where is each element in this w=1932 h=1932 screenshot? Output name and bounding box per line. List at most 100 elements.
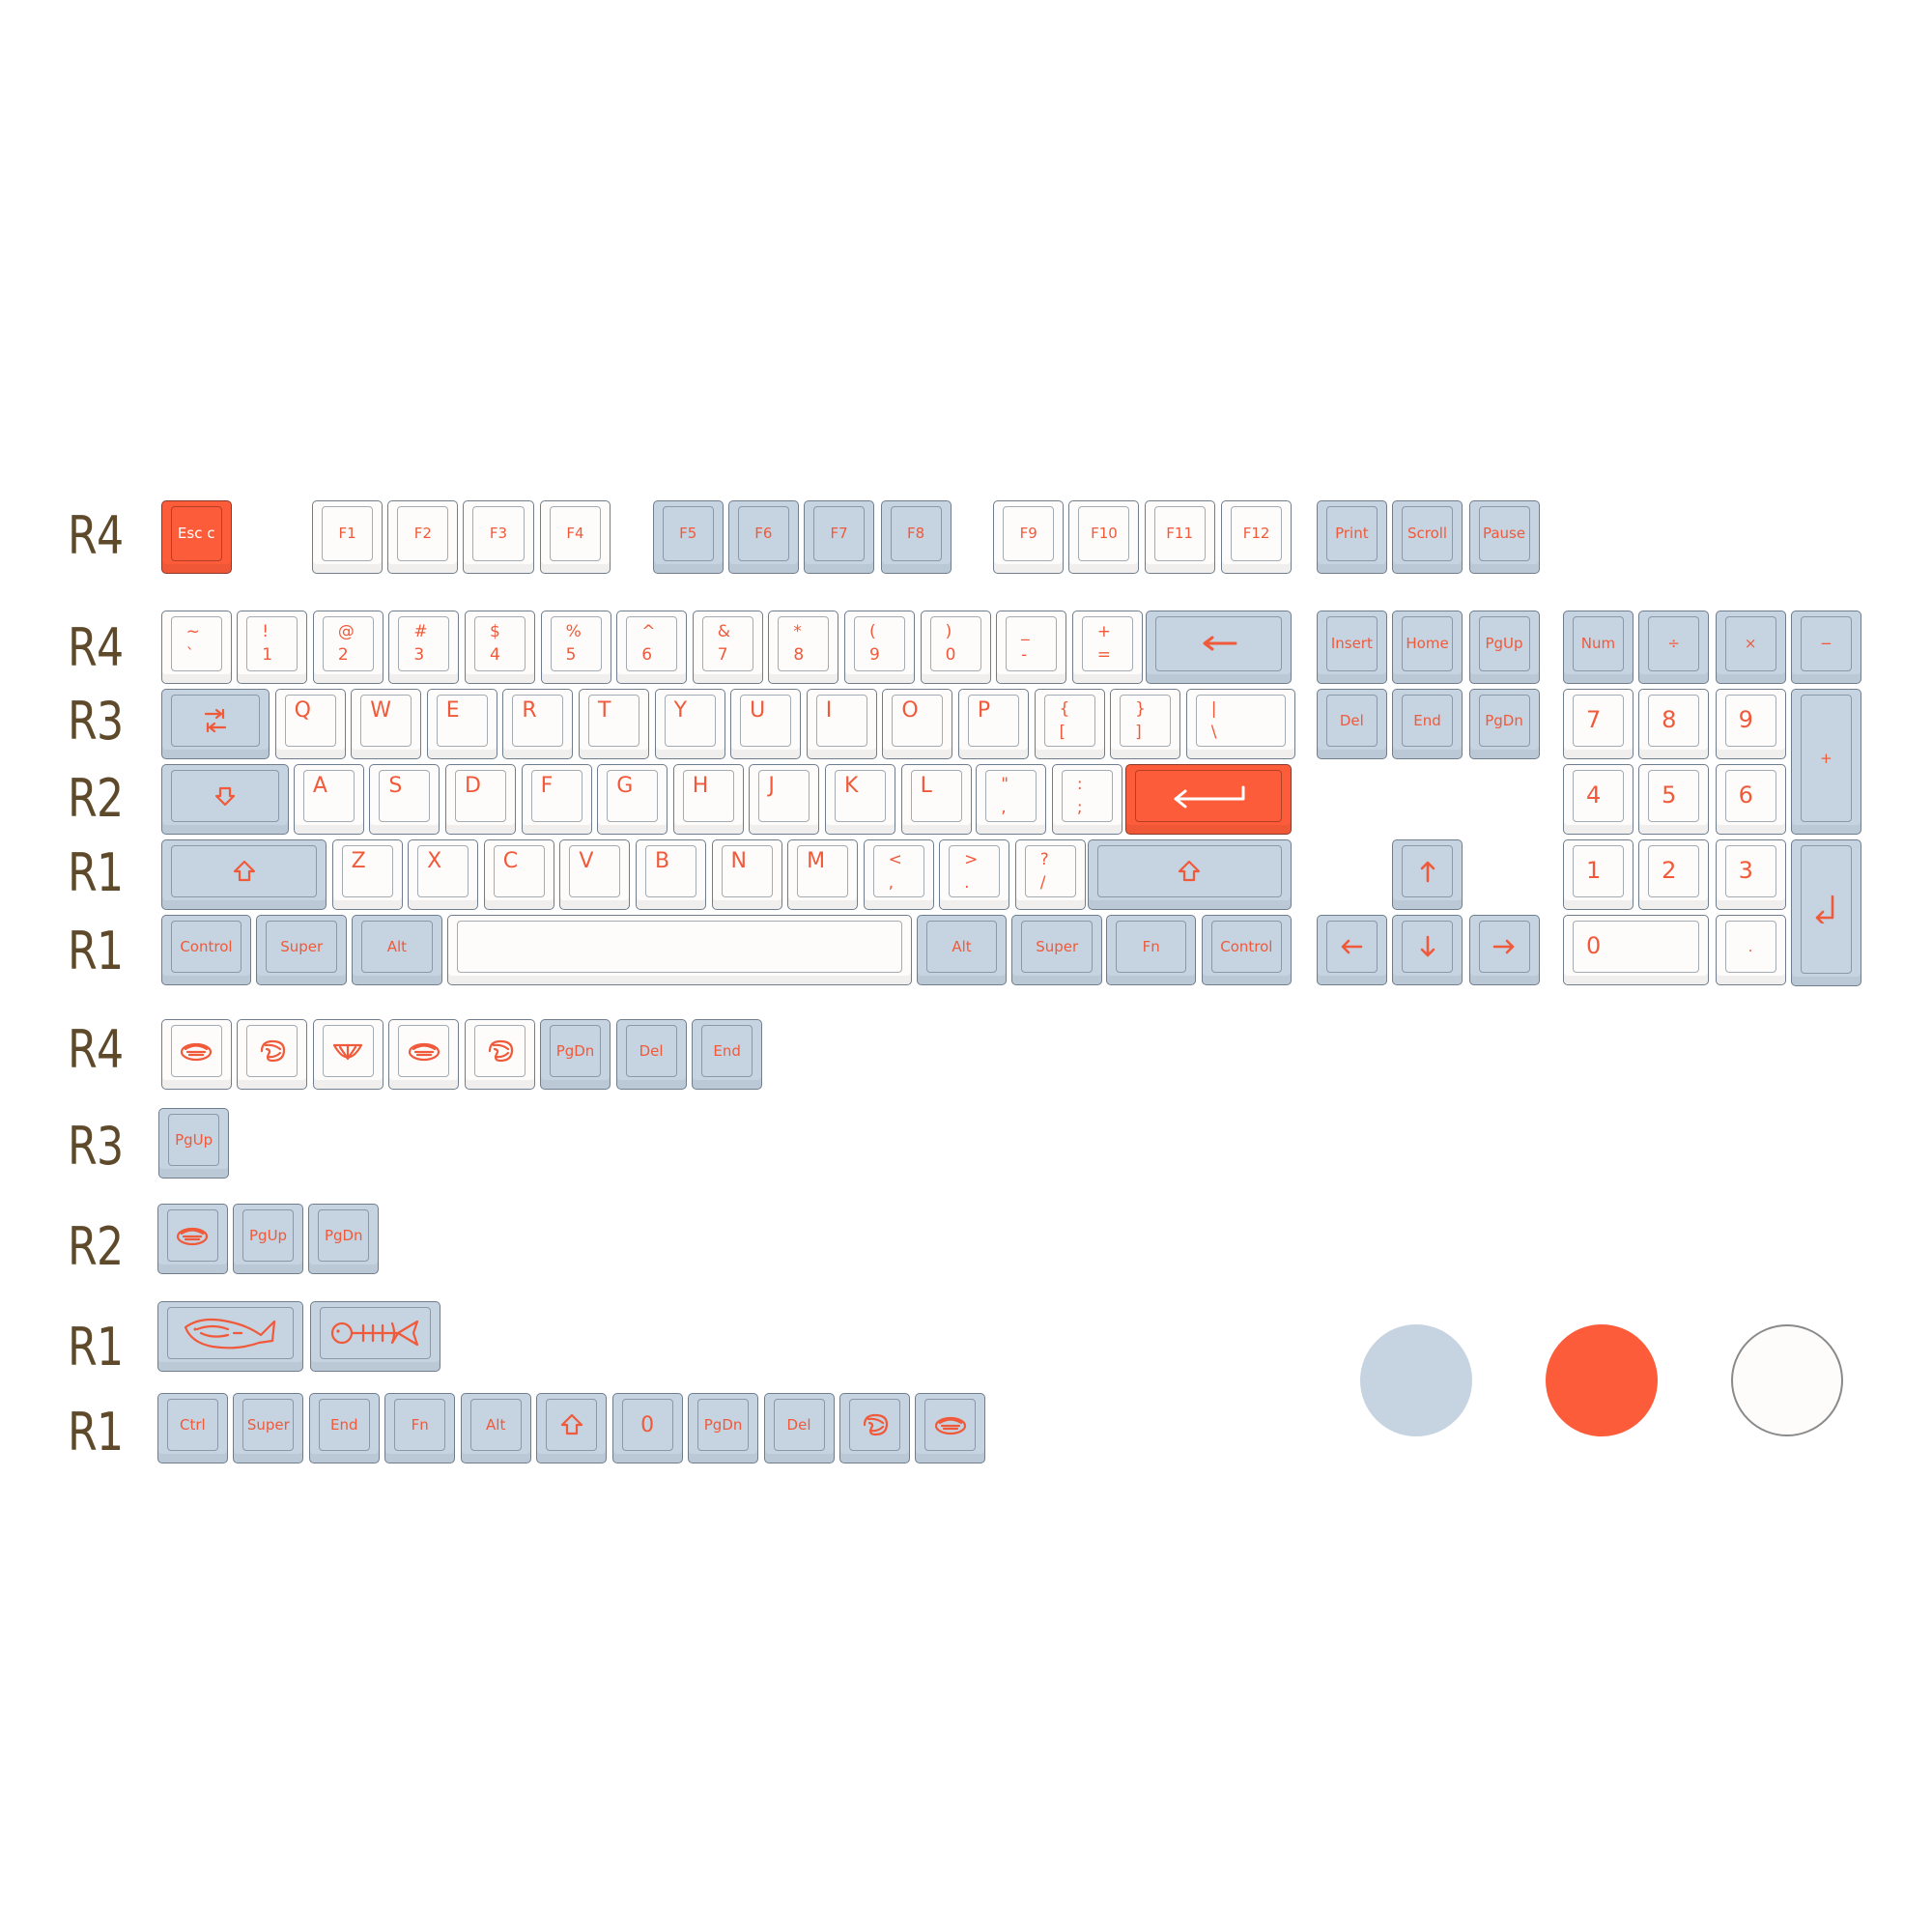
key-number-12[interactable]: += xyxy=(1071,611,1143,684)
extra-r2-pgdn[interactable]: PgDn xyxy=(308,1204,380,1275)
key-k[interactable]: K xyxy=(824,764,896,836)
key-nav-del[interactable]: Del xyxy=(1316,688,1387,759)
key-left-control[interactable]: Control xyxy=(160,915,252,986)
key-bracket-2[interactable]: |\ xyxy=(1185,688,1295,759)
key-i[interactable]: I xyxy=(806,688,877,759)
key-o[interactable]: O xyxy=(882,688,953,759)
extra-r1-alt[interactable]: Alt xyxy=(460,1393,531,1464)
caps-lock-key[interactable] xyxy=(160,764,289,836)
key-f2[interactable]: F2 xyxy=(387,499,459,574)
key-esc-c[interactable]: Esc c xyxy=(160,499,232,574)
key-f4[interactable]: F4 xyxy=(539,499,611,574)
key-h[interactable]: H xyxy=(672,764,744,836)
backspace-key[interactable] xyxy=(1145,611,1293,684)
left-shift-key[interactable] xyxy=(160,839,327,911)
extra-r1-fn[interactable]: Fn xyxy=(384,1393,456,1464)
key-number-8[interactable]: *8 xyxy=(768,611,839,684)
numpad-top-0[interactable]: Num xyxy=(1562,611,1634,684)
key-m[interactable]: M xyxy=(787,839,859,911)
key-p[interactable]: P xyxy=(957,688,1029,759)
key-right-control[interactable]: Control xyxy=(1201,915,1293,986)
numpad-7[interactable]: 7 xyxy=(1562,688,1634,759)
extra-r1-10[interactable] xyxy=(915,1393,986,1464)
key-x[interactable]: X xyxy=(408,839,479,911)
key-f1[interactable]: F1 xyxy=(312,499,384,574)
key-number-11[interactable]: _- xyxy=(996,611,1067,684)
whale-spacebar[interactable] xyxy=(156,1301,304,1373)
key-insert[interactable]: Insert xyxy=(1316,611,1387,684)
extra-r4-del[interactable]: Del xyxy=(615,1019,687,1091)
fishbone-spacebar[interactable] xyxy=(309,1301,441,1373)
key-number-3[interactable]: #3 xyxy=(388,611,460,684)
key-number-0[interactable]: ~` xyxy=(160,611,232,684)
numpad-top-1[interactable]: ÷ xyxy=(1638,611,1710,684)
extra-r2-pgup[interactable]: PgUp xyxy=(233,1204,304,1275)
key-q[interactable]: Q xyxy=(274,688,346,759)
key-f8[interactable]: F8 xyxy=(880,499,952,574)
key-u[interactable]: U xyxy=(730,688,802,759)
right-arrow-key[interactable] xyxy=(1468,915,1540,986)
extra-r4-end[interactable]: End xyxy=(692,1019,763,1091)
right-shift-key[interactable] xyxy=(1087,839,1293,911)
key-f3[interactable]: F3 xyxy=(463,499,534,574)
key-home[interactable]: Home xyxy=(1392,611,1463,684)
key-n[interactable]: N xyxy=(711,839,782,911)
key-left-alt[interactable]: Alt xyxy=(352,915,442,986)
up-arrow-key[interactable] xyxy=(1392,839,1463,911)
key-number-4[interactable]: $4 xyxy=(465,611,536,684)
key-number-7[interactable]: &7 xyxy=(692,611,763,684)
left-arrow-key[interactable] xyxy=(1316,915,1387,986)
key-v[interactable]: V xyxy=(559,839,631,911)
key-bracket-0[interactable]: {[ xyxy=(1034,688,1105,759)
key-pgup[interactable]: PgUp xyxy=(1468,611,1540,684)
key-number-5[interactable]: %5 xyxy=(540,611,611,684)
key-a[interactable]: A xyxy=(293,764,364,836)
extra-r1-end[interactable]: End xyxy=(308,1393,380,1464)
key-b[interactable]: B xyxy=(635,839,706,911)
key-c[interactable]: C xyxy=(483,839,554,911)
key-scroll[interactable]: Scroll xyxy=(1392,499,1463,574)
key-d[interactable]: D xyxy=(445,764,517,836)
key-f6[interactable]: F6 xyxy=(727,499,799,574)
numpad-plus-key[interactable]: + xyxy=(1790,688,1861,836)
novelty-key-3[interactable] xyxy=(388,1019,460,1091)
key-home-punct-0[interactable]: ", xyxy=(976,764,1047,836)
novelty-key-0[interactable] xyxy=(160,1019,232,1091)
extra-r1-5[interactable] xyxy=(536,1393,608,1464)
key-l[interactable]: L xyxy=(900,764,972,836)
numpad-3[interactable]: 3 xyxy=(1715,839,1786,911)
key-t[interactable]: T xyxy=(578,688,650,759)
extra-r1-ctrl[interactable]: Ctrl xyxy=(156,1393,228,1464)
extra-r1-pgdn[interactable]: PgDn xyxy=(688,1393,759,1464)
key-number-6[interactable]: ^6 xyxy=(616,611,688,684)
key-bracket-1[interactable]: }] xyxy=(1110,688,1181,759)
numpad-9[interactable]: 9 xyxy=(1715,688,1786,759)
key-z[interactable]: Z xyxy=(331,839,403,911)
numpad-5[interactable]: 5 xyxy=(1638,764,1710,836)
key-e[interactable]: E xyxy=(426,688,497,759)
key-g[interactable]: G xyxy=(597,764,668,836)
key-print[interactable]: Print xyxy=(1316,499,1387,574)
numpad-6[interactable]: 6 xyxy=(1715,764,1786,836)
extra-r3-pgup[interactable]: PgUp xyxy=(158,1108,230,1179)
numpad-top-3[interactable]: − xyxy=(1790,611,1861,684)
numpad-1[interactable]: 1 xyxy=(1562,839,1634,911)
extra-r1-super[interactable]: Super xyxy=(233,1393,304,1464)
key-f12[interactable]: F12 xyxy=(1221,499,1293,574)
key-bottom-punct-2[interactable]: ?/ xyxy=(1014,839,1086,911)
key-nav-pgdn[interactable]: PgDn xyxy=(1468,688,1540,759)
extra-r2-sushi[interactable] xyxy=(156,1204,228,1275)
key-number-10[interactable]: )0 xyxy=(920,611,991,684)
key-f7[interactable]: F7 xyxy=(804,499,875,574)
numpad-enter-key[interactable] xyxy=(1790,839,1861,986)
key-f9[interactable]: F9 xyxy=(993,499,1065,574)
extra-r1-del[interactable]: Del xyxy=(763,1393,835,1464)
key-f5[interactable]: F5 xyxy=(652,499,724,574)
key-y[interactable]: Y xyxy=(654,688,725,759)
key-right-alt[interactable]: Alt xyxy=(916,915,1008,986)
tab-key[interactable] xyxy=(160,688,270,759)
extra-r4-pgdn[interactable]: PgDn xyxy=(539,1019,611,1091)
key-w[interactable]: W xyxy=(351,688,422,759)
extra-r1-9[interactable] xyxy=(838,1393,911,1464)
key-left-super[interactable]: Super xyxy=(256,915,347,986)
